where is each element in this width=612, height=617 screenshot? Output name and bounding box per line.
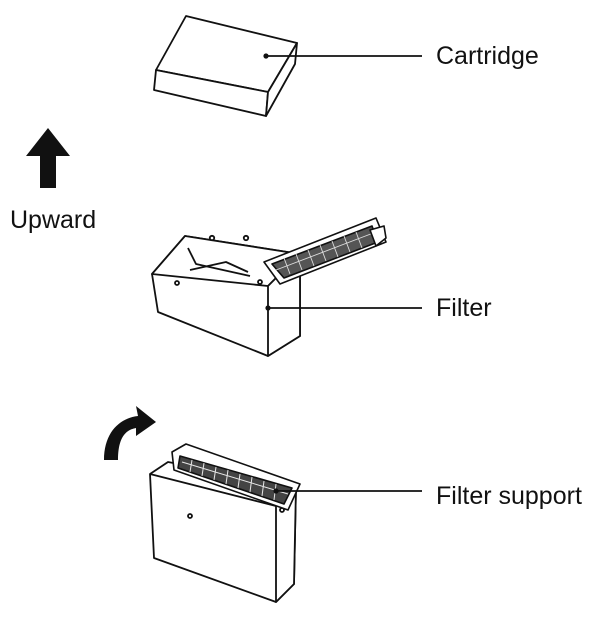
cartridge-illustration bbox=[154, 16, 297, 116]
arrow-up-icon bbox=[26, 128, 70, 188]
filter-label: Filter bbox=[436, 296, 492, 321]
open-cartridge-illustration bbox=[152, 236, 300, 356]
upward-label: Upward bbox=[10, 208, 96, 233]
curved-arrow-icon bbox=[104, 406, 156, 460]
cartridge-label: Cartridge bbox=[436, 44, 539, 69]
filter-support-label: Filter support bbox=[436, 484, 582, 509]
